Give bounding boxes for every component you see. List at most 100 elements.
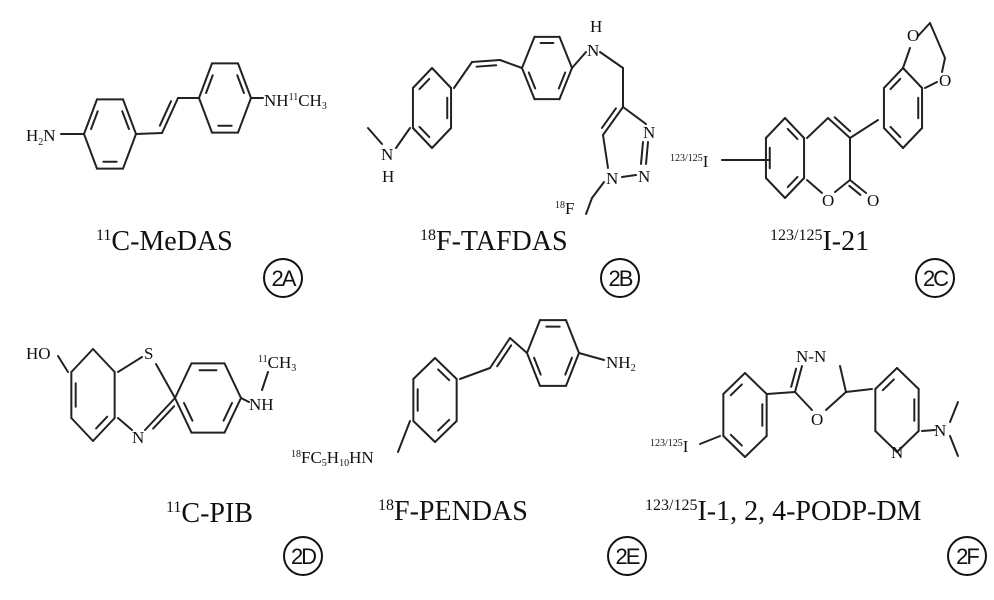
atom-label-h: H xyxy=(382,167,394,186)
bond xyxy=(117,417,133,431)
ring-double-bond xyxy=(437,368,451,382)
ring-bond xyxy=(784,117,806,139)
ring-bond xyxy=(874,430,898,453)
ring-bond xyxy=(565,319,580,354)
ring-double-bond xyxy=(881,378,895,392)
bond xyxy=(578,352,605,361)
ring-bond xyxy=(722,372,746,395)
atom-label-o-ring: O xyxy=(822,191,834,210)
bond xyxy=(599,51,624,69)
ring-double-bond xyxy=(729,433,743,447)
compound-2b: N H H N N N N 18F 18F-TAFDAS xyxy=(381,17,655,257)
atom-label-h2n: H2N xyxy=(26,126,56,148)
ring-bond xyxy=(431,127,453,149)
atom-label-s: S xyxy=(144,344,153,363)
double-bond-inner xyxy=(790,367,798,388)
atom-label-o: O xyxy=(811,410,823,429)
atom-label-ho: HO xyxy=(26,344,51,363)
atom-label-o-dioxole: O xyxy=(907,26,919,45)
ring-bond xyxy=(784,177,806,199)
ring-double-bond xyxy=(236,74,245,95)
badge-2a: 2A xyxy=(263,258,303,298)
double-bond xyxy=(794,365,803,393)
ring-bond xyxy=(198,97,213,134)
bond xyxy=(921,429,936,432)
compound-2d: HO S N NH 11CH3 11C-PIB xyxy=(26,344,296,529)
double-bond xyxy=(471,59,501,63)
ring-bond xyxy=(521,35,536,69)
ring-double-bond xyxy=(729,383,743,397)
ring-bond xyxy=(237,97,252,134)
ring-bond xyxy=(558,35,573,69)
double-bond-inner xyxy=(848,184,862,196)
compound-name-2e: 18F-PENDAS xyxy=(378,496,528,527)
ring-bond xyxy=(558,67,573,101)
bond xyxy=(640,141,644,165)
compound-2a: H2N NH11CH3 11C-MeDAS xyxy=(26,91,327,257)
bond xyxy=(459,367,491,380)
atom-label-11ch3: 11CH3 xyxy=(258,353,296,374)
bond xyxy=(839,365,847,393)
compound-2c: 123/125I O O O O 123/125I-21 xyxy=(670,26,951,257)
bond xyxy=(766,391,796,395)
bond xyxy=(155,363,176,399)
ring-bond xyxy=(744,372,768,395)
ring-bond xyxy=(744,435,768,458)
ring-bond xyxy=(83,98,98,135)
bond xyxy=(794,391,813,411)
atom-label-nh: NH xyxy=(249,395,274,414)
bond xyxy=(571,51,587,69)
badge-label: 2C xyxy=(923,266,949,291)
double-bond-inner xyxy=(496,344,513,368)
double-bond xyxy=(144,397,176,431)
bond xyxy=(645,141,649,165)
compound-name-2f: 123/125I-1, 2, 4-PODP-DM xyxy=(645,496,922,527)
bond xyxy=(397,420,411,453)
atom-label-n2: N xyxy=(638,167,650,186)
ring-bond xyxy=(526,319,541,354)
ring-bond xyxy=(174,362,193,399)
ring-double-bond xyxy=(557,71,567,90)
bond xyxy=(261,371,269,391)
ring-double-bond xyxy=(889,77,902,91)
double-bond-inner xyxy=(475,64,498,68)
bond xyxy=(591,181,605,199)
ring-bond xyxy=(412,357,436,380)
badge-label: 2D xyxy=(291,544,316,569)
badge-label: 2A xyxy=(272,266,297,291)
badge-2b: 2B xyxy=(600,258,640,298)
badge-label: 2B xyxy=(609,266,633,291)
ring-double-bond xyxy=(786,175,799,189)
ring-bond xyxy=(411,67,433,89)
double-bond xyxy=(827,117,851,139)
ring-double-bond xyxy=(121,110,130,131)
bond xyxy=(622,106,647,125)
ring-bond xyxy=(896,367,920,390)
bond xyxy=(902,47,911,69)
compound-2e: 18FC5H10HN NH2 18F-PENDAS xyxy=(291,353,636,527)
ring-double-bond xyxy=(90,110,99,131)
ring-double-bond xyxy=(437,418,451,432)
ring-bond xyxy=(198,62,213,99)
ring-double-bond xyxy=(182,401,194,422)
bond xyxy=(585,197,593,215)
bond xyxy=(453,61,473,89)
ring-bond xyxy=(722,435,746,458)
ring-double-bond xyxy=(95,415,109,430)
ring-bond xyxy=(902,127,924,149)
compound-name-2c: 123/125I-21 xyxy=(770,226,869,257)
ring-double-bond xyxy=(205,74,214,95)
ring-double-bond xyxy=(418,77,431,91)
bond xyxy=(499,59,523,69)
ring-bond xyxy=(174,397,193,434)
atom-label-iodine: 123/125I xyxy=(650,437,689,456)
double-bond xyxy=(849,179,867,194)
bond xyxy=(949,401,959,423)
ring-double-bond xyxy=(222,401,234,422)
ring-double-bond xyxy=(786,127,799,141)
bond xyxy=(509,337,528,354)
compound-name-2a: 11C-MeDAS xyxy=(96,226,233,257)
double-bond-inner xyxy=(600,107,617,129)
ring-bond xyxy=(237,62,252,99)
